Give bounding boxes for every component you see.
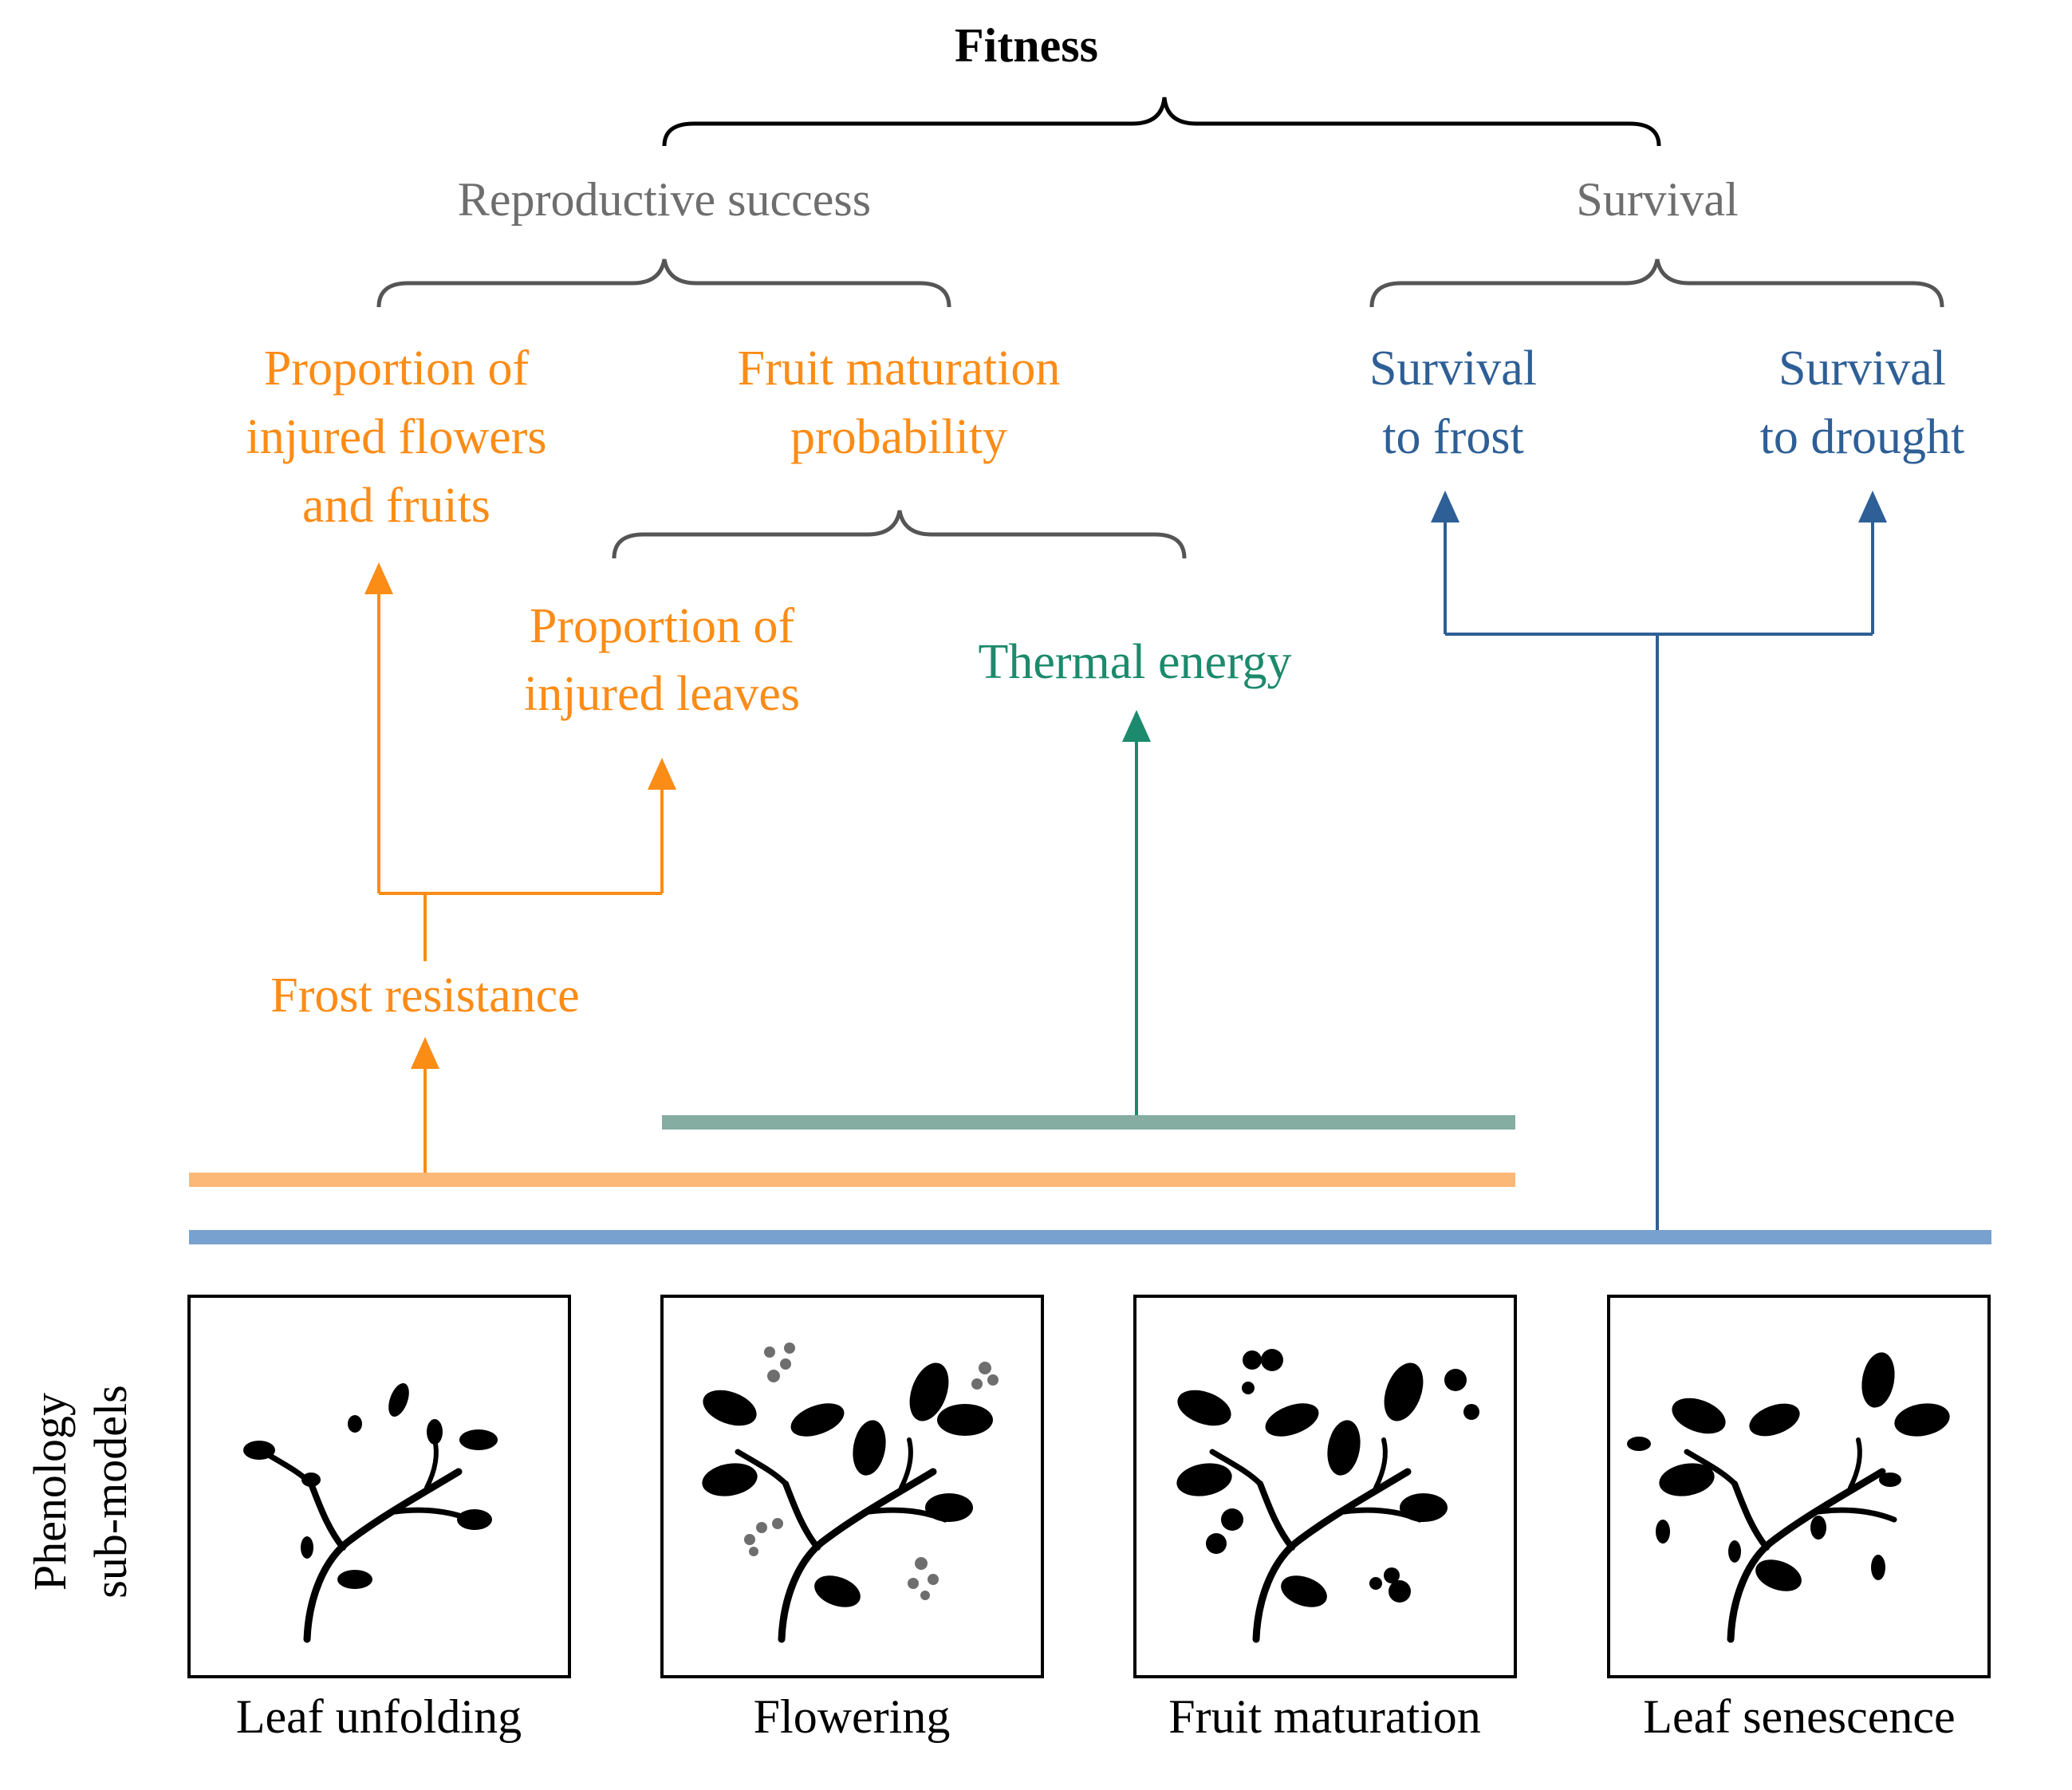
survival-brace	[1369, 258, 1944, 308]
arrowhead-injured-flowers	[364, 562, 393, 594]
svg-text:injured leaves: injured leaves	[524, 667, 800, 721]
survival-band	[189, 1230, 1991, 1244]
svg-text:Survival: Survival	[1369, 341, 1537, 396]
phenology-model-fruit-maturation	[1133, 1295, 1517, 1678]
svg-text:Fruit maturation: Fruit maturation	[738, 341, 1061, 396]
reproductive-success-label: Reproductive success	[458, 173, 871, 226]
thermal-energy-band	[662, 1115, 1515, 1130]
phenology-label-flowering: Flowering	[754, 1690, 951, 1743]
branch-flowering-icon	[702, 1342, 999, 1639]
phenology-model-leaf-unfolding	[187, 1295, 571, 1678]
arrowhead-survival-frost	[1431, 491, 1459, 522]
branch-fruit-maturation-icon	[1176, 1349, 1479, 1639]
fitness-title: Fitness	[955, 19, 1098, 72]
survival-to-drought-label: Survival to drought	[1760, 341, 1965, 464]
svg-text:Proportion of: Proportion of	[530, 599, 795, 653]
svg-text:Proportion of: Proportion of	[264, 341, 530, 396]
phenology-submodels-label: Phenology sub-models	[24, 1385, 136, 1598]
reproductive-brace	[376, 258, 951, 308]
thermal-energy-label: Thermal energy	[978, 635, 1291, 689]
injured-flowers-label: Proportion of injured flowers and fruits	[246, 341, 546, 533]
frost-resistance-arrows	[377, 590, 664, 961]
arrowhead-injured-leaves	[648, 758, 676, 790]
svg-text:and fruits: and fruits	[302, 479, 490, 533]
survival-arrows	[1444, 518, 1874, 1232]
fruit-maturation-probability-label: Fruit maturation probability	[738, 341, 1061, 464]
svg-text:injured flowers: injured flowers	[246, 410, 546, 464]
svg-text:to drought: to drought	[1760, 410, 1965, 464]
phenology-model-leaf-senescence	[1607, 1295, 1991, 1678]
svg-text:sub-models: sub-models	[85, 1385, 136, 1598]
frost-resistance-label: Frost resistance	[270, 968, 579, 1023]
phenology-label-leaf-unfolding: Leaf unfolding	[236, 1690, 522, 1743]
phenology-model-flowering	[660, 1295, 1044, 1678]
fitness-brace	[662, 97, 1661, 147]
survival-label: Survival	[1576, 173, 1738, 226]
arrowhead-survival-drought	[1858, 491, 1887, 522]
svg-text:to frost: to frost	[1382, 410, 1523, 464]
fruit-maturation-brace	[612, 510, 1187, 559]
svg-text:probability: probability	[790, 410, 1007, 464]
survival-to-frost-label: Survival to frost	[1369, 341, 1537, 464]
phenology-label-fruit-maturation: Fruit maturation	[1168, 1690, 1481, 1743]
arrowhead-frost-resistance	[411, 1037, 439, 1069]
svg-text:Survival: Survival	[1779, 341, 1946, 396]
reproductive-band	[189, 1173, 1515, 1187]
arrowhead-thermal-energy	[1122, 710, 1151, 742]
branch-leaf-senescence-icon	[1627, 1352, 1950, 1639]
injured-leaves-label: Proportion of injured leaves	[524, 599, 800, 721]
branch-leaf-unfolding-icon	[243, 1382, 498, 1639]
phenology-label-leaf-senescence: Leaf senescence	[1643, 1690, 1955, 1743]
svg-text:Phenology: Phenology	[24, 1393, 76, 1591]
